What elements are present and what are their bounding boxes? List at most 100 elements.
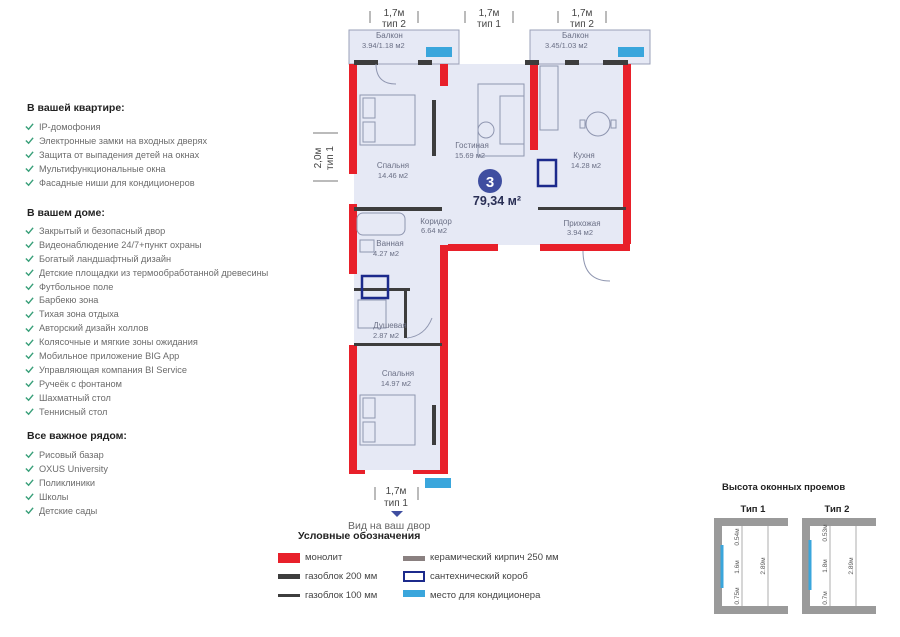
check-icon: [25, 179, 34, 187]
sanitary-shafts: [360, 158, 558, 300]
room-area-living: 15.69 м2: [455, 151, 485, 160]
feature-item: Авторский дизайн холлов: [25, 321, 268, 335]
room-area-shower: 2.87 м2: [373, 331, 399, 340]
room-name-balcony-1: Балкон: [376, 31, 403, 40]
room-area-hallway: 3.94 м2: [567, 228, 593, 237]
window-heights-title: Высота оконных проемов: [722, 482, 846, 493]
feature-item: Видеонаблюдение 24/7+пункт охраны: [25, 238, 268, 252]
window-type-2-diagram: Тип 2 0.53м 1.8м 0.7м 2.89м: [802, 504, 876, 614]
ac-place-1: [426, 47, 452, 57]
legend-item-gasblock-200: газоблок 200 мм: [305, 571, 378, 582]
room-name-bedroom-1: Спальня: [377, 161, 409, 170]
legend-swatch-shaft: [403, 571, 425, 582]
shower: [357, 299, 387, 329]
legend-item-gasblock-100: газоблок 100 мм: [305, 590, 378, 601]
ac-place-2: [618, 47, 644, 57]
feature-item: Колясочные и мягкие зоны ожидания: [25, 335, 268, 349]
legend-swatch-gasblock-100: [278, 594, 300, 597]
feature-item: IP-домофония: [25, 120, 207, 134]
window-dimension-labels: 1,7м тип 2 1,7м тип 1 1,7м тип 2 2,0м ти…: [313, 8, 607, 509]
check-icon: [25, 283, 34, 291]
section-title-house: В вашем доме:: [27, 207, 105, 219]
monolith-walls: [349, 64, 631, 474]
feature-item-label: Электронные замки на входных дверях: [39, 135, 208, 146]
feature-item: Управляющая компания BI Service: [25, 363, 268, 377]
section-title-nearby: Все важное рядом:: [27, 430, 127, 442]
legend-item-shaft: сантехнический короб: [430, 571, 528, 582]
room-name-living: Гостиная: [455, 141, 489, 150]
feature-item-label: Управляющая компания BI Service: [39, 364, 187, 375]
check-icon: [25, 241, 34, 249]
window-label-size-3: 1,7м: [572, 8, 593, 19]
feature-item-label: Рисовый базар: [39, 449, 104, 460]
room-area-corridor: 6.64 м2: [421, 226, 447, 235]
window-label-size-2: 1,7м: [479, 8, 500, 19]
feature-item: Школы: [25, 490, 108, 504]
feature-item-label: Теннисный стол: [39, 406, 108, 417]
room-area-bedroom-1: 14.46 м2: [378, 171, 408, 180]
dining-table: [585, 111, 611, 137]
feature-item-label: OXUS University: [39, 463, 108, 474]
check-icon: [25, 297, 34, 305]
room-name-shower: Душевая: [373, 321, 406, 330]
feature-item-label: Поликлиники: [39, 477, 95, 488]
kitchen-counter: [539, 65, 559, 131]
rooms-count-number: 3: [486, 174, 494, 191]
feature-item-label: Защита от выпадения детей на окнах: [39, 149, 200, 160]
window-type-2-total: 2.89м: [848, 557, 855, 575]
feature-item: OXUS University: [25, 462, 108, 476]
check-icon: [25, 507, 34, 515]
view-label: Вид на ваш двор: [348, 520, 431, 532]
ac-place-3: [425, 478, 451, 488]
legend-item-ac: место для кондиционера: [430, 590, 541, 601]
window-type-1-name: Тип 1: [741, 504, 767, 515]
feature-item: Поликлиники: [25, 476, 108, 490]
window-type-2-mid: 1.8м: [822, 559, 829, 573]
feature-item: Шахматный стол: [25, 391, 268, 405]
furniture: [356, 63, 617, 446]
rooms-count-badge: [478, 169, 502, 193]
feature-item-label: Мультифункциональные окна: [39, 163, 166, 174]
feature-item: Детские сады: [25, 504, 108, 518]
feature-item: Фасадные ниши для кондиционеров: [25, 176, 207, 190]
balcony-outline: [348, 29, 651, 65]
ac-places: [425, 47, 644, 488]
feature-item: Футбольное поле: [25, 280, 268, 294]
feature-item-label: Закрытый и безопасный двор: [39, 225, 166, 236]
check-icon: [25, 311, 34, 319]
window-type-1-top: 0.54м: [734, 528, 741, 546]
check-icon: [25, 338, 34, 346]
window-type-2-bottom: 0.7м: [822, 591, 829, 605]
feature-item: Тихая зона отдыха: [25, 307, 268, 321]
feature-item-label: Барбекю зона: [39, 295, 99, 306]
window-label-type-1: тип 2: [382, 19, 406, 30]
window-label-type-2: тип 1: [477, 19, 501, 30]
check-icon: [25, 137, 34, 145]
window-label-size-1: 1,7м: [384, 8, 405, 19]
feature-item: Мультифункциональные окна: [25, 162, 207, 176]
check-icon: [25, 493, 34, 501]
room-area-balcony-1: 3.94/1.18 м2: [362, 41, 405, 50]
room-area-bathroom: 4.27 м2: [373, 249, 399, 258]
legend-swatch-monolith: [278, 553, 300, 563]
room-area-kitchen: 14.28 м2: [571, 161, 601, 170]
feature-item-label: Колясочные и мягкие зоны ожидания: [39, 337, 198, 348]
window-label-type-3: тип 2: [570, 19, 594, 30]
legend-swatch-ac: [403, 590, 425, 597]
check-icon: [25, 325, 34, 332]
legend-title: Условные обозначения: [298, 530, 421, 542]
feature-item: Ручеёк с фонтаном: [25, 377, 268, 391]
feature-item-label: Школы: [39, 491, 69, 502]
feature-item-label: Видеонаблюдение 24/7+пункт охраны: [39, 239, 202, 250]
check-icon: [25, 123, 34, 131]
bed-2: [359, 394, 416, 446]
feature-item: Рисовый базар: [25, 448, 108, 462]
check-icon: [25, 380, 34, 388]
feature-item-label: Авторский дизайн холлов: [39, 323, 149, 334]
window-type-1-bottom: 0.75м: [734, 587, 741, 605]
feature-item-label: Богатый ландшафтный дизайн: [39, 253, 172, 264]
shaft-kitchen: [536, 158, 558, 188]
feature-item-label: Фасадные ниши для кондиционеров: [39, 177, 195, 188]
legend-item-monolith: монолит: [305, 552, 343, 563]
